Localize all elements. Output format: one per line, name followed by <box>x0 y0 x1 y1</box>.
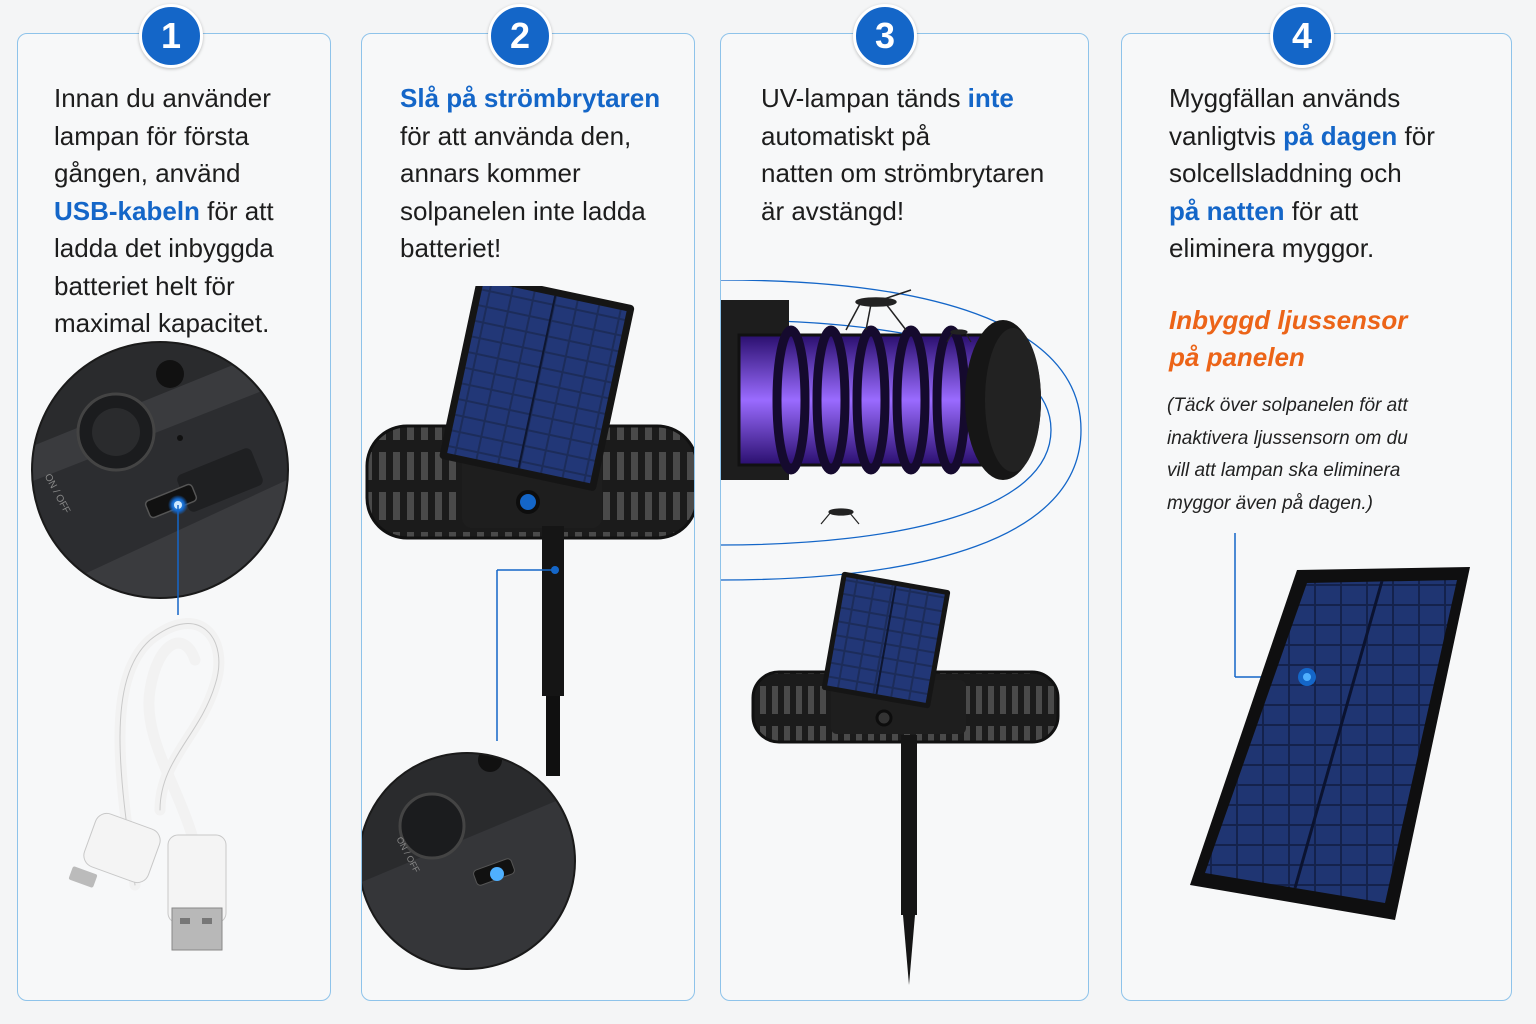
step-4-instructions: Myggfällan används vanligtvis på dagen f… <box>1169 83 1435 263</box>
nighttime-highlight: på natten <box>1169 195 1285 226</box>
step-number-badge-3: 3 <box>853 4 917 68</box>
mosquito-icon <box>946 329 972 343</box>
micro-usb-plug-icon <box>68 812 161 888</box>
usb-cable-icon <box>114 618 225 891</box>
step-2-illustration: ON / OFF <box>362 286 694 970</box>
step-card-3 <box>720 33 1089 1001</box>
solar-panel-icon <box>1190 567 1470 920</box>
mosquito-icon <box>820 508 860 525</box>
usb-a-plug-icon <box>167 834 227 951</box>
step-number-badge-1: 1 <box>139 4 203 68</box>
step-3-illustration <box>721 280 1082 985</box>
step-1-illustration: ON / OFF <box>31 341 289 951</box>
step-number-badge-4: 4 <box>1270 4 1334 68</box>
daytime-highlight: på dagen <box>1283 120 1398 151</box>
light-sensor-note: (Täck över solpanelen för att inaktivera… <box>1167 395 1408 514</box>
uv-range-rings-icon <box>721 280 1082 581</box>
light-sensor-title: Inbyggd ljussensor på panelen <box>1169 305 1408 372</box>
inte-highlight: inte <box>967 83 1014 113</box>
step-2-instructions: Slå på strömbrytaren för att använda den… <box>400 83 661 263</box>
step-4-illustration <box>1190 533 1470 920</box>
step-number-badge-2: 2 <box>488 4 552 68</box>
solar-panel-icon <box>439 286 635 491</box>
switch-on-highlight: Slå på strömbrytaren <box>400 83 661 113</box>
usb-cable-highlight: USB-kabeln <box>54 195 200 226</box>
mosquito-icon <box>845 289 912 331</box>
switch-closeup-icon: ON / OFF <box>362 753 575 969</box>
lamp-pole-icon <box>542 526 564 696</box>
step-3-instructions: UV-lampan tänds inte automatiskt på natt… <box>761 83 1045 226</box>
step-1-instructions: Innan du använder lampan för första gång… <box>54 83 274 338</box>
uv-lamp-icon <box>721 300 1041 480</box>
solar-lamp-icon <box>751 571 1060 985</box>
power-led-icon <box>516 490 540 514</box>
